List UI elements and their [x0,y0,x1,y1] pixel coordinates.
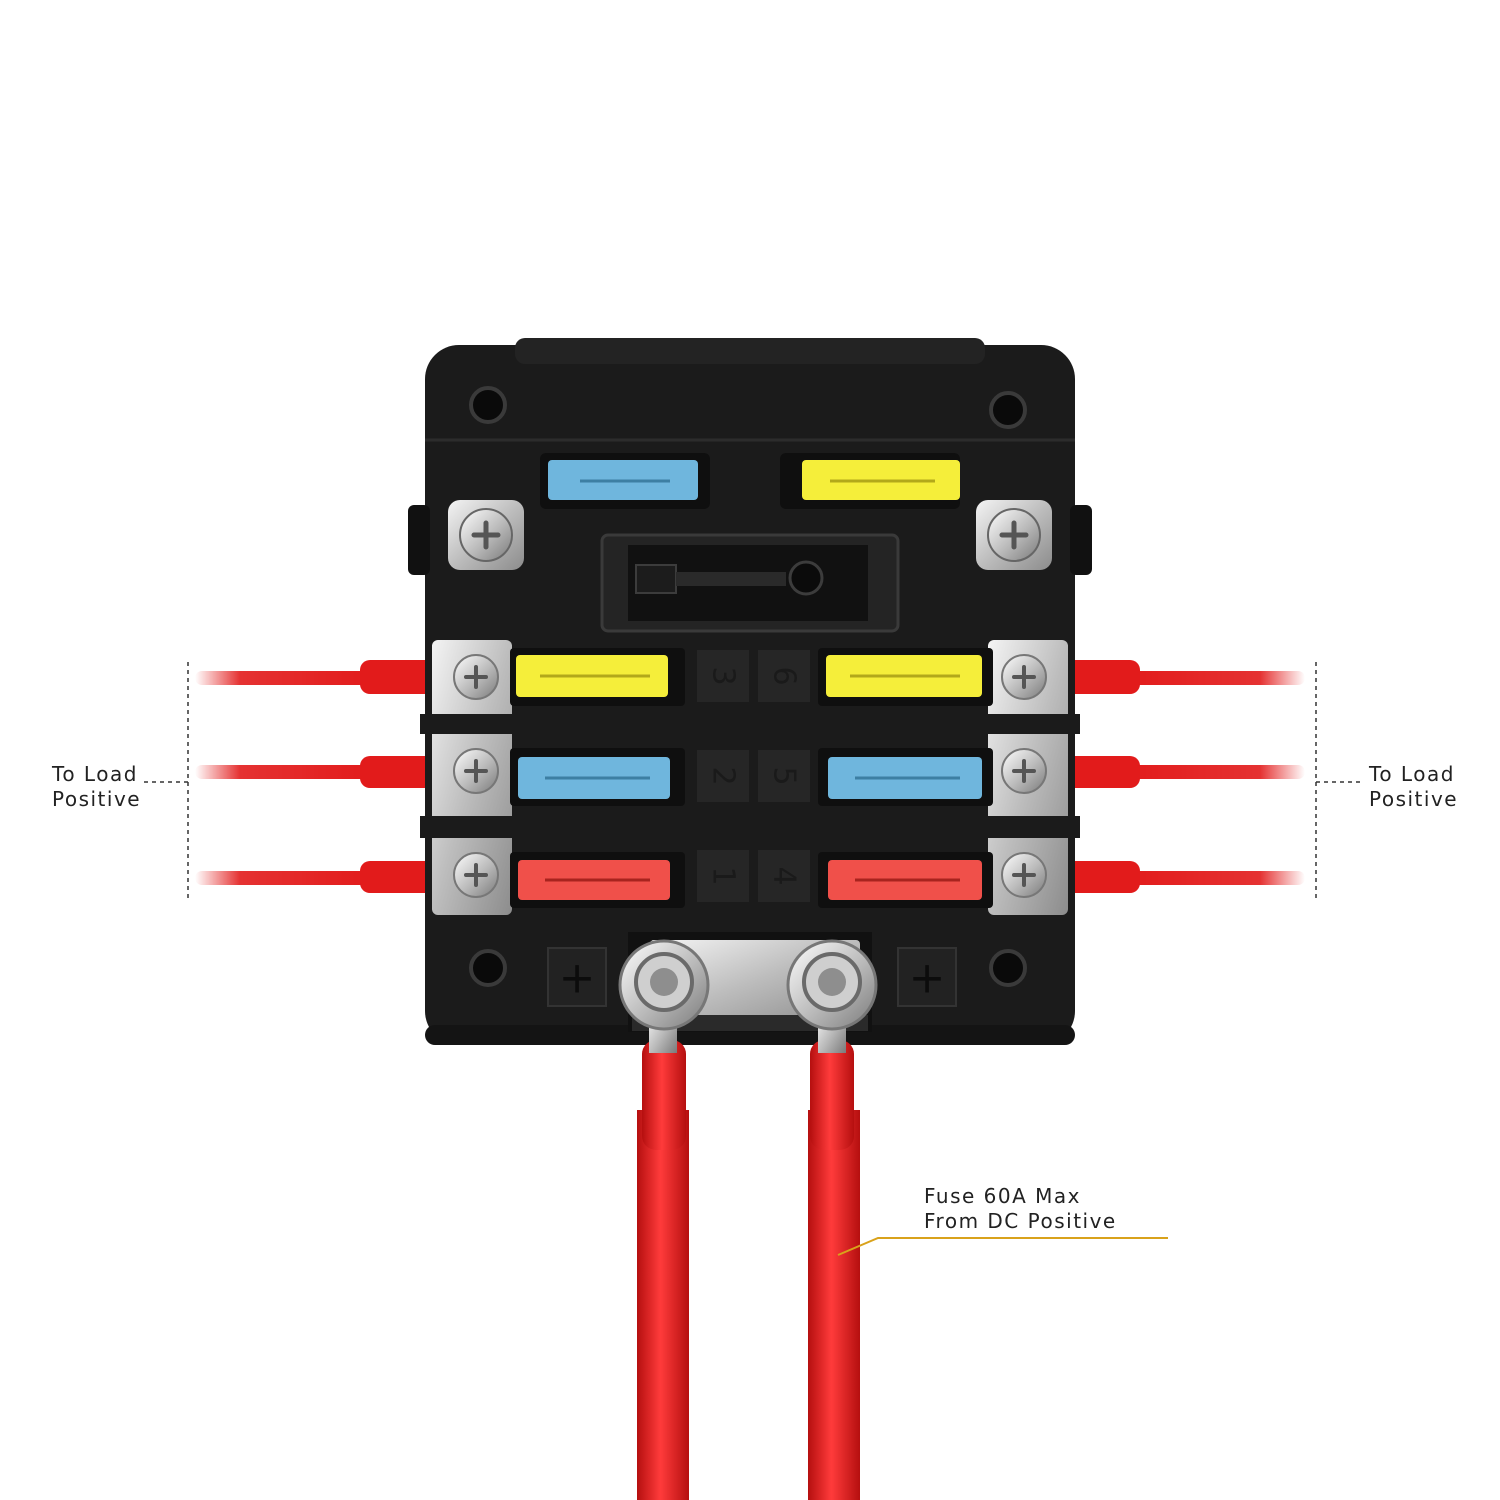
right-callout-line-1: To Load [1369,762,1455,786]
plus-tile-right [897,947,957,1007]
slot-tile-4 [758,850,810,902]
slot-number-tiles: 3 6 2 5 1 4 [697,650,810,902]
top-screw-right-cross [999,520,1029,550]
input-wire-right [808,1110,860,1500]
slot-number-5: 5 [767,766,802,785]
input-callout-label: Fuse 60A Max From DC Positive [924,1184,1117,1234]
input-wire-left [637,1110,689,1500]
center-latch-ring [788,560,824,596]
plus-symbol-left: + [559,953,596,1004]
right-terminal-screw-top-cross [1012,665,1036,689]
top-screws [448,500,1052,570]
callout-leaders [144,662,1362,1256]
right-callout-label: To Load Positive [1369,762,1458,812]
slot-number-6: 6 [767,666,802,685]
slot-tile-1 [697,850,749,902]
left-callout-line-2: Positive [52,787,142,811]
mounting-holes [469,386,1027,987]
input-callout-line-1: Fuse 60A Max [924,1184,1082,1208]
right-terminal-screw-bottom-cross [1012,863,1036,887]
housing-bottom-rim [425,1025,1075,1045]
slot-tile-6 [758,650,810,702]
left-bus-gap-2 [420,816,520,838]
slot-number-2: 2 [706,766,741,785]
slot-tile-5 [758,750,810,802]
input-callout-line-2: From DC Positive [924,1209,1117,1233]
right-crimp-bottom [1060,861,1140,893]
plus-tile-left [547,947,607,1007]
slot-tile-3 [697,650,749,702]
center-latch-left [635,564,677,594]
right-crimp-top [1060,660,1140,694]
left-bus-gap-1 [420,714,520,734]
left-wire-bottom [195,871,375,885]
left-terminal-screw-bottom-cross [464,863,488,887]
housing-right-clip [1070,505,1092,575]
left-callout-line-1: To Load [52,762,138,786]
left-wire-top [195,671,375,685]
housing-top-rib [515,338,985,364]
input-stud-left-core [650,968,678,996]
slot-number-1: 1 [706,866,741,885]
input-stud-right-core [818,968,846,996]
mount-hole-top-left [469,386,507,424]
input-crimp-right [810,1040,854,1150]
plus-symbol-right: + [909,953,946,1004]
right-crimp-middle [1060,756,1140,788]
mount-hole-top-right [989,391,1027,429]
fuse-rows [510,648,993,908]
slot-tile-2 [697,750,749,802]
slot-number-4: 4 [767,866,802,885]
bottom-leader-line [837,1237,1168,1256]
top-screw-left-cross [471,520,501,550]
left-terminal-screw-middle-cross [464,759,488,783]
mount-hole-bottom-left [469,949,507,987]
terminal-symbols: + + [547,947,957,1007]
input-crimp-left [642,1040,686,1150]
right-wire-bottom [1125,871,1305,885]
center-latch-bar [676,572,786,586]
right-wire-middle [1125,765,1305,779]
spare-fuses [540,453,960,509]
left-crimp-middle [360,756,440,788]
right-load-wires [1060,660,1305,893]
right-callout-line-2: Positive [1369,787,1459,811]
left-load-wires [195,660,440,893]
left-crimp-bottom [360,861,440,893]
left-crimp-top [360,660,440,694]
right-bus-gap-1 [980,714,1080,734]
left-wire-middle [195,765,375,779]
slot-number-3: 3 [706,666,741,685]
right-wire-top [1125,671,1305,685]
load-terminal-screws [453,654,1047,898]
input-wires [618,939,878,1500]
housing-left-clip [408,505,430,575]
left-terminal-screw-top-cross [464,665,488,689]
left-callout-label: To Load Positive [52,762,141,812]
center-cover [600,533,900,633]
right-bus-gap-2 [980,816,1080,838]
right-terminal-screw-middle-cross [1012,759,1036,783]
mount-hole-bottom-right [989,949,1027,987]
